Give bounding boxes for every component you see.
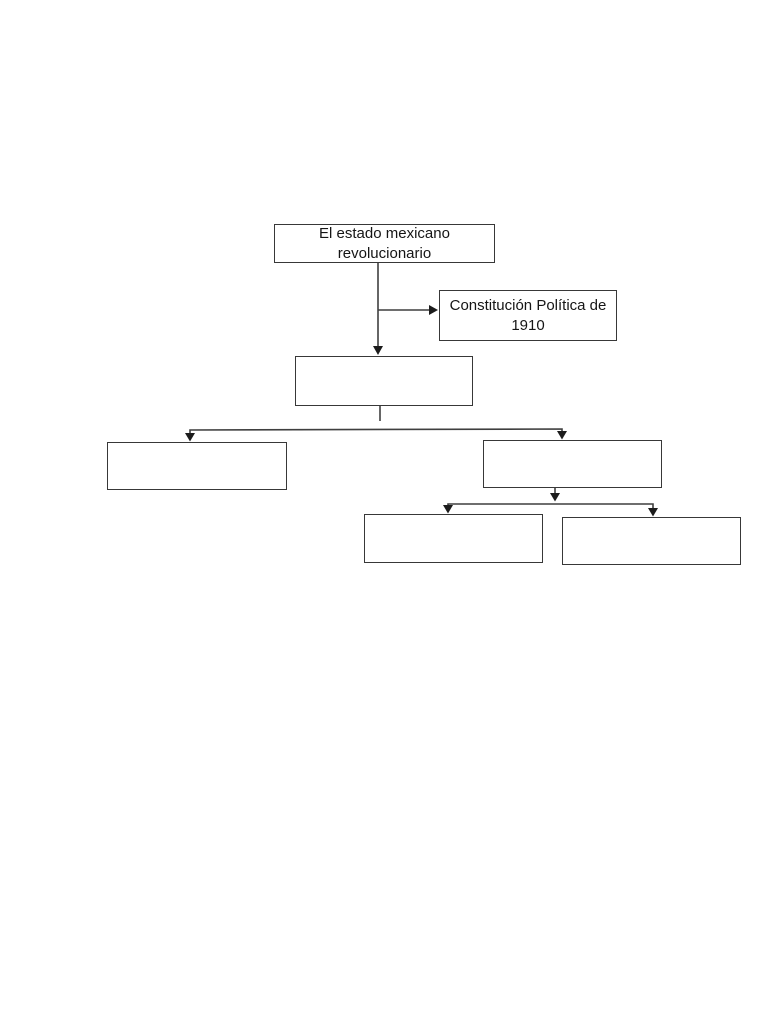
arrowhead-bottom-left: [443, 505, 453, 514]
node-constitucion: Constitución Política de 1910: [439, 290, 617, 341]
node-constitucion-label: Constitución Política de 1910: [449, 296, 607, 334]
node-bottom-right-child-empty: [562, 517, 741, 565]
node-left-child-empty: [107, 442, 287, 490]
node-right-child-empty: [483, 440, 662, 488]
arrowhead-splitter-level4: [550, 493, 560, 502]
arrowhead-constitucion: [429, 305, 438, 315]
arrowhead-left-child: [185, 433, 195, 442]
arrowhead-level2: [373, 346, 383, 355]
edge-splitter-level3: [189, 428, 563, 435]
node-root-label: El estado mexicano revolucionario: [319, 224, 450, 262]
node-root: El estado mexicano revolucionario: [274, 224, 495, 263]
node-bottom-left-child-empty: [364, 514, 543, 563]
arrowhead-right-child: [557, 431, 567, 440]
node-level2-empty: [295, 356, 473, 406]
edge-splitter-level4: [447, 503, 654, 508]
arrowhead-bottom-right: [648, 508, 658, 517]
